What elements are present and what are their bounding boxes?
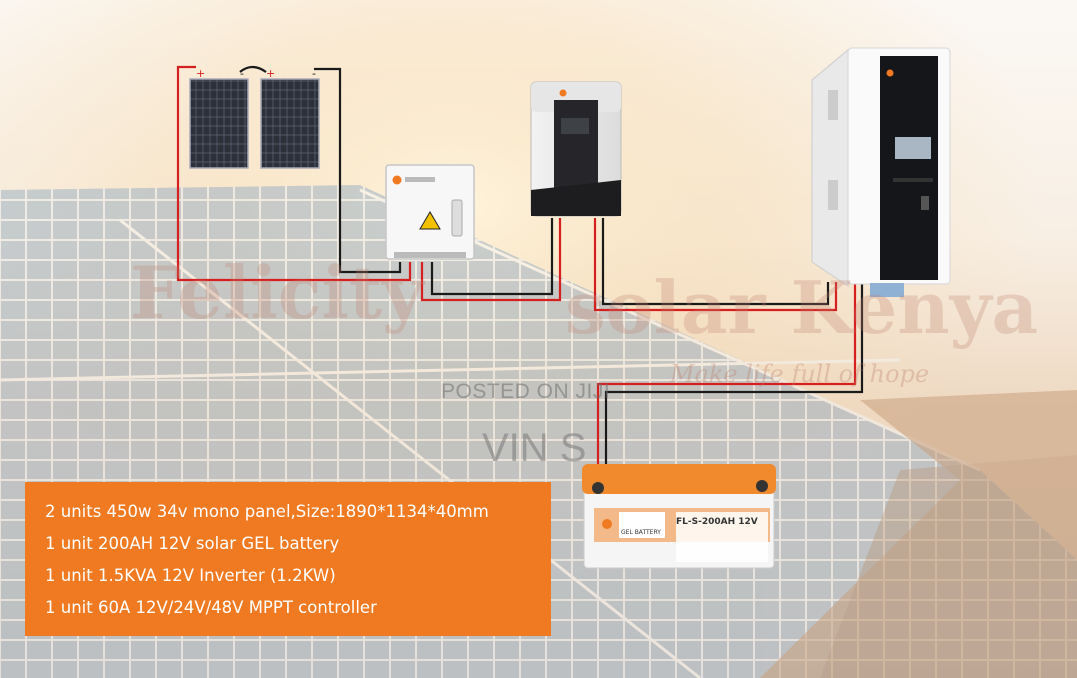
wiring <box>176 65 864 482</box>
warning-icon <box>419 211 441 230</box>
panel1-plus-label: + <box>196 67 205 80</box>
posted-watermark: POSTED ON JIJI <box>441 380 611 403</box>
combiner-box <box>385 164 475 260</box>
brand-watermark-left: Felicity <box>130 250 424 335</box>
spec-list: 2 units 450w 34v mono panel,Size:1890*11… <box>25 482 551 636</box>
spec-line-battery: 1 unit 200AH 12V solar GEL battery <box>45 534 340 553</box>
battery-model-label: FL-S-200AH 12V <box>676 517 758 527</box>
solar-panel-1 <box>189 78 249 169</box>
panel2-plus-label: + <box>266 67 275 80</box>
roof-tiles <box>760 390 1077 678</box>
seller-watermark: VIN S <box>482 426 587 470</box>
inverter <box>811 47 951 297</box>
spec-line-inverter: 1 unit 1.5KVA 12V Inverter (1.2KW) <box>45 566 336 585</box>
battery-type-label: GEL BATTERY <box>621 529 661 536</box>
panel2-minus-label: - <box>312 67 316 80</box>
mppt-controller <box>530 81 622 217</box>
brand-tagline: Make life full of hope <box>670 360 930 388</box>
panel1-minus-label: - <box>240 67 244 80</box>
spec-line-panels: 2 units 450w 34v mono panel,Size:1890*11… <box>45 502 489 521</box>
spec-line-controller: 1 unit 60A 12V/24V/48V MPPT controller <box>45 598 377 617</box>
solar-panel-2 <box>260 78 320 169</box>
brand-watermark-right: solar Kenya <box>565 265 1039 350</box>
battery <box>582 464 776 569</box>
